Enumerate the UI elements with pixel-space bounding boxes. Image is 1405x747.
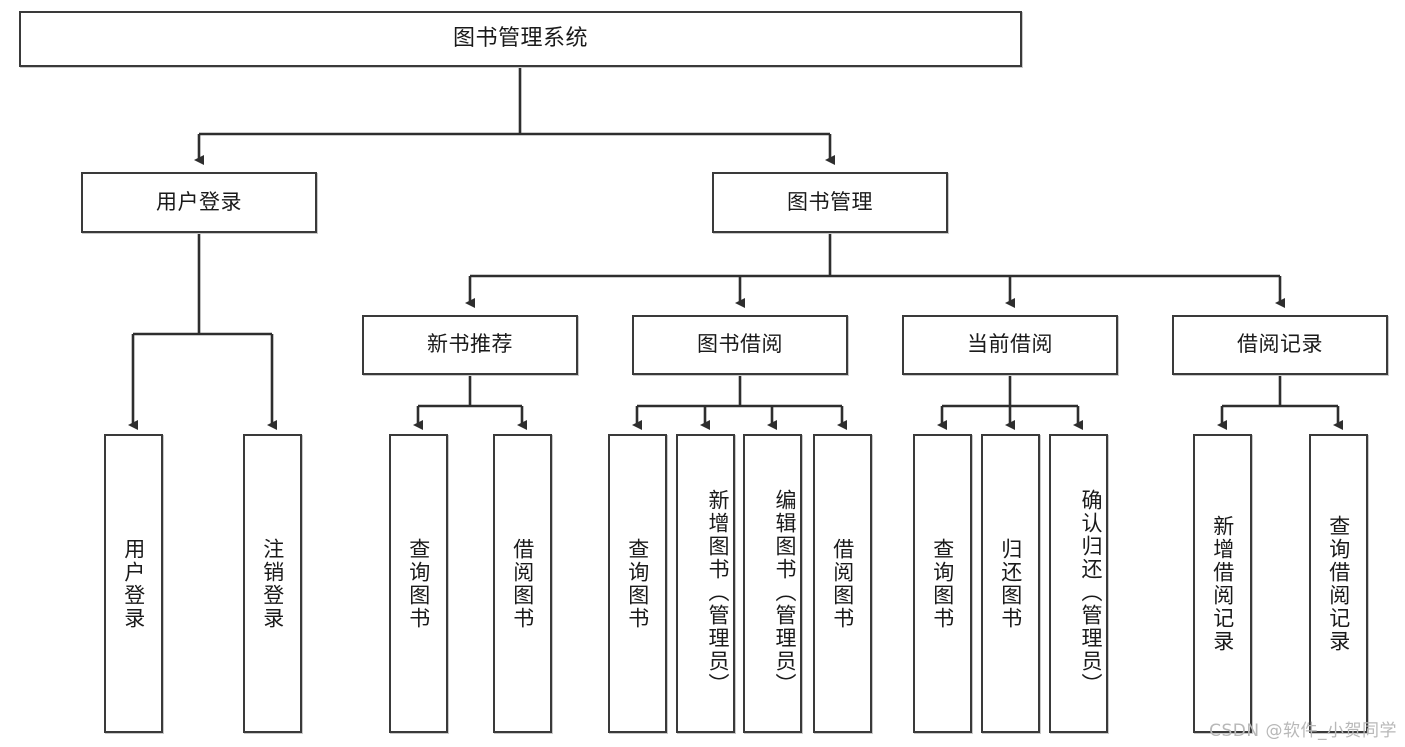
node-label: 图书管理 [787,189,873,214]
node-leaf-confirm-return-admin[interactable]: 确认归还（管理员） [1049,434,1108,733]
node-label: 查询图书 [406,537,431,630]
node-leaf-query-book-current[interactable]: 查询图书 [913,434,972,733]
node-leaf-add-borrow-record[interactable]: 新增借阅记录 [1193,434,1252,733]
node-label: 借阅图书 [830,537,855,630]
node-leaf-user-logout[interactable]: 注销登录 [243,434,302,733]
node-label: 注销登录 [260,537,285,630]
node-label: 查询借阅记录 [1326,514,1351,653]
node-leaf-return-book[interactable]: 归还图书 [981,434,1040,733]
node-label: 图书借阅 [697,332,783,357]
node-label: 归还图书 [998,537,1023,630]
node-label: 编辑图书（管理员） [773,489,797,696]
node-label: 查询图书 [930,537,955,630]
node-user-login[interactable]: 用户登录 [81,172,317,233]
node-label: 查询图书 [625,537,650,630]
node-label: 新增借阅记录 [1210,514,1235,653]
node-leaf-add-book-admin[interactable]: 新增图书（管理员） [676,434,735,733]
node-leaf-borrow-book[interactable]: 借阅图书 [813,434,872,733]
node-leaf-borrow-book-recommend[interactable]: 借阅图书 [493,434,552,733]
node-leaf-user-login[interactable]: 用户登录 [104,434,163,733]
node-label: 新增图书（管理员） [706,489,730,696]
watermark-text: CSDN @软件_小贺同学 [1209,721,1397,741]
node-leaf-query-book-borrow[interactable]: 查询图书 [608,434,667,733]
node-borrow-record[interactable]: 借阅记录 [1172,315,1388,375]
node-label: 确认归还（管理员） [1079,489,1103,696]
node-current-borrow[interactable]: 当前借阅 [902,315,1118,375]
node-label: 用户登录 [156,189,242,214]
node-leaf-query-borrow-record[interactable]: 查询借阅记录 [1309,434,1368,733]
node-leaf-edit-book-admin[interactable]: 编辑图书（管理员） [743,434,802,733]
node-label: 新书推荐 [427,332,513,357]
node-book-borrow[interactable]: 图书借阅 [632,315,848,375]
node-label: 当前借阅 [967,332,1053,357]
node-new-book-recommend[interactable]: 新书推荐 [362,315,578,375]
node-label: 借阅图书 [510,537,535,630]
node-leaf-query-book-recommend[interactable]: 查询图书 [389,434,448,733]
node-label: 用户登录 [121,537,146,630]
node-label: 借阅记录 [1237,332,1323,357]
node-book-management[interactable]: 图书管理 [712,172,948,233]
node-root-system[interactable]: 图书管理系统 [19,11,1022,67]
node-label: 图书管理系统 [452,25,588,51]
